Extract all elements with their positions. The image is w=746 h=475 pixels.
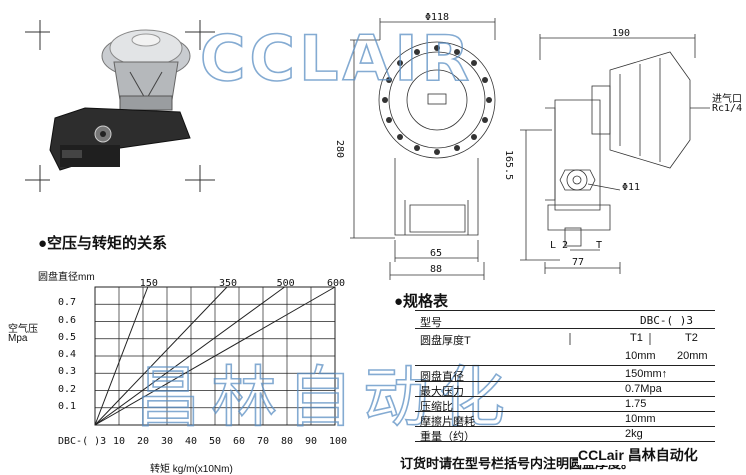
- spec-row-value: 150mm↑: [625, 368, 668, 380]
- dim-t: T: [596, 240, 603, 251]
- spec-rule: [415, 411, 715, 412]
- spec-table-frame: [569, 333, 651, 345]
- spec-row-value: 10mm: [625, 413, 656, 425]
- spec-rule-3: [415, 365, 715, 366]
- x-tick-label: 70: [257, 436, 270, 447]
- watermark-cn: 昌林自动化: [135, 359, 515, 436]
- dim-77: 77: [572, 257, 585, 268]
- spec-row-value: 1.75: [625, 398, 647, 410]
- spec-row: 压缩比 1.75: [415, 398, 715, 413]
- chart-x-prefix: DBC-( )3: [58, 436, 107, 447]
- y-tick-label: 0.7: [58, 297, 77, 309]
- dim-165: 165.5: [503, 150, 514, 181]
- spec-footer-note: 订货时请在型号栏括号内注明圆盘厚度。: [400, 456, 635, 471]
- watermark-en: CCLAIR: [200, 22, 473, 95]
- inlet-label: 进气口: [712, 94, 742, 105]
- spec-model-label: 型号: [420, 317, 442, 329]
- spec-row-value: 0.7Mpa: [625, 383, 662, 395]
- spec-t1: T1: [630, 332, 643, 344]
- front-view-drawing: [350, 18, 496, 280]
- x-tick-label: 40: [185, 436, 198, 447]
- dim-11: Φ11: [622, 182, 641, 193]
- inlet-thread: Rc1/4: [712, 103, 743, 114]
- series-label: 150: [139, 278, 158, 289]
- spec-model-value: DBC-( )3: [640, 314, 693, 327]
- spec-rule: [415, 396, 715, 397]
- chart-ylabel: 空气压: [8, 324, 38, 335]
- spec-row-label: 重量（约）: [420, 431, 475, 443]
- spec-row-thickness: 圆盘厚度T T1 T2: [415, 332, 715, 347]
- chart-series-title: 圆盘直径mm: [38, 272, 95, 283]
- dim-width-side: 190: [612, 28, 631, 39]
- chart-section-title: ●空压与转矩的关系: [38, 235, 168, 252]
- spec-thick-label: 圆盘厚度T: [420, 335, 471, 347]
- series-line-150: [94, 286, 149, 426]
- x-tick-label: 20: [137, 436, 150, 447]
- spec-rule: [415, 381, 715, 382]
- y-tick-label: 0.1: [58, 400, 77, 412]
- dim-88: 88: [430, 264, 443, 275]
- x-tick-label: 90: [305, 436, 318, 447]
- series-label: 350: [219, 278, 238, 289]
- series-label: 600: [327, 278, 346, 289]
- side-view-drawing: [520, 34, 710, 274]
- watermark: CCLAIR 昌林自动化: [134, 21, 515, 437]
- spec-rule-top: [415, 310, 715, 311]
- y-tick-label: 0.4: [58, 349, 77, 360]
- spec-title: ●规格表: [394, 293, 449, 310]
- spec-rule: [415, 426, 715, 427]
- spec-row: 重量（约） 2kg: [415, 428, 715, 443]
- spec-row: 最大压力 0.7Mpa: [415, 383, 715, 398]
- torque-chart-lines: [94, 286, 336, 426]
- y-tick-label: 0.6: [58, 314, 77, 326]
- spec-row-label: 圆盘直径: [420, 371, 464, 383]
- spec-row-value: 2kg: [625, 428, 643, 440]
- series-label: 500: [276, 278, 295, 289]
- series-line-500: [94, 286, 285, 426]
- x-tick-label: 30: [161, 436, 174, 447]
- spec-t2-value: 20mm: [677, 350, 708, 362]
- spec-row-label: 最大压力: [420, 386, 464, 398]
- y-tick-label: 0.5: [58, 331, 77, 343]
- brand-label: CCLair 昌林自动化: [578, 445, 698, 465]
- series-line-600: [94, 286, 336, 426]
- photo-frame-marks: [25, 20, 215, 192]
- dim-l2: L 2: [550, 240, 569, 251]
- y-tick-label: 0.3: [58, 366, 77, 378]
- spec-row-thickness-values: 10mm 20mm: [415, 350, 715, 363]
- x-tick-label: 100: [329, 436, 348, 447]
- disc-brake-photo: [49, 29, 191, 171]
- dim-height-total: 280: [334, 140, 345, 159]
- spec-row: 圆盘直径 150mm↑: [415, 368, 715, 383]
- y-tick-label: 0.2: [58, 383, 77, 395]
- spec-rule: [415, 441, 715, 442]
- x-tick-label: 10: [113, 436, 126, 447]
- chart-xlabel: 转矩 kg/m(x10Nm): [150, 464, 233, 475]
- series-line-350: [94, 286, 228, 426]
- spec-rule-2: [415, 328, 715, 329]
- spec-t1-value: 10mm: [625, 350, 656, 362]
- spec-row-label: 压缩比: [420, 401, 453, 413]
- dim-65: 65: [430, 248, 443, 259]
- x-tick-label: 50: [209, 436, 222, 447]
- dim-diameter-front: Φ118: [425, 12, 450, 23]
- chart-ylabel-unit: Mpa: [8, 333, 28, 344]
- spec-row-model: 型号 DBC-( )3: [415, 314, 715, 329]
- spec-t2: T2: [685, 332, 698, 344]
- x-tick-label: 80: [281, 436, 294, 447]
- spec-row-label: 摩擦片磨耗: [420, 416, 475, 428]
- x-tick-label: 60: [233, 436, 246, 447]
- spec-row: 摩擦片磨耗 10mm: [415, 413, 715, 428]
